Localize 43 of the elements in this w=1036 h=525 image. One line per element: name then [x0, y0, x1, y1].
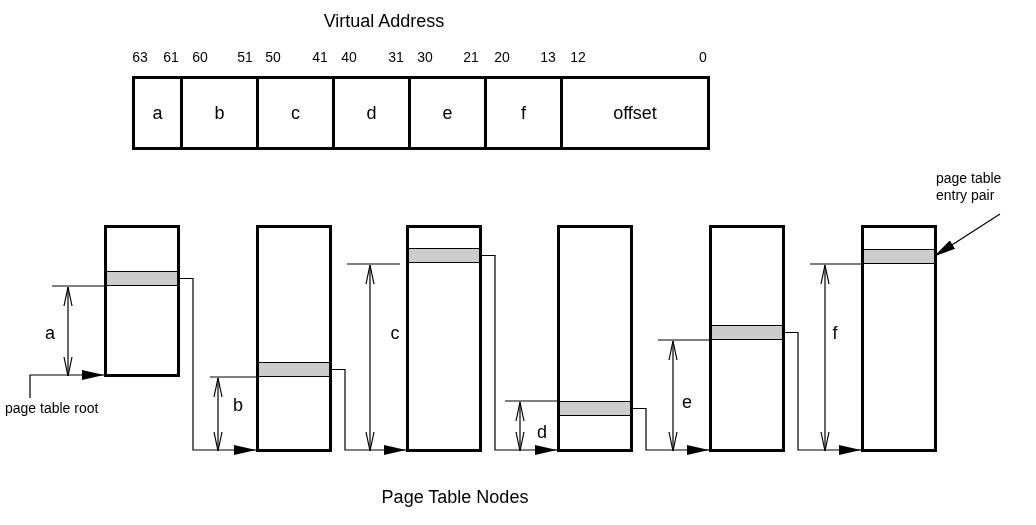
dimension-label: c — [390, 324, 400, 342]
register-heading: Virtual Address — [322, 11, 446, 32]
dimension-label: f — [832, 324, 838, 342]
bit-number: 20 — [494, 50, 510, 64]
dimension-label: b — [233, 396, 243, 414]
page-table-node — [406, 225, 482, 452]
bit-field: a — [135, 79, 180, 147]
table-entry — [409, 248, 479, 263]
dimension-label: d — [537, 423, 547, 441]
page-table-node — [709, 225, 785, 452]
bit-number: 41 — [312, 50, 328, 64]
table-entry — [259, 362, 329, 377]
page-table-node — [256, 225, 332, 452]
bit-field: c — [256, 79, 332, 147]
bit-number: 13 — [540, 50, 556, 64]
table-entry — [107, 271, 177, 286]
bit-number: 61 — [163, 50, 179, 64]
bit-number: 21 — [463, 50, 479, 64]
page-table-node — [557, 225, 633, 452]
bit-number: 12 — [570, 50, 586, 64]
table-entry — [712, 325, 782, 340]
bit-number: 51 — [237, 50, 253, 64]
bit-number: 30 — [417, 50, 433, 64]
arrow — [29, 370, 105, 399]
page-table-node — [861, 225, 937, 452]
bit-field: offset — [560, 79, 707, 147]
bit-number: 0 — [699, 50, 707, 64]
table-entry — [864, 249, 934, 264]
bit-number: 60 — [192, 50, 208, 64]
bit-number: 50 — [265, 50, 281, 64]
bit-number: 63 — [132, 50, 148, 64]
bit-field: e — [408, 79, 484, 147]
bit-field: d — [332, 79, 408, 147]
bit-number: 31 — [388, 50, 404, 64]
bit-field: b — [180, 79, 256, 147]
bit-field: f — [484, 79, 560, 147]
dimension-label: e — [682, 393, 692, 411]
bit-number: 40 — [341, 50, 357, 64]
dimension-label: a — [45, 324, 55, 342]
annotation-text: page table root — [5, 400, 100, 417]
table-entry — [560, 401, 630, 416]
diagram-caption: Page Table Nodes — [380, 487, 530, 508]
page-table-node — [104, 225, 180, 377]
